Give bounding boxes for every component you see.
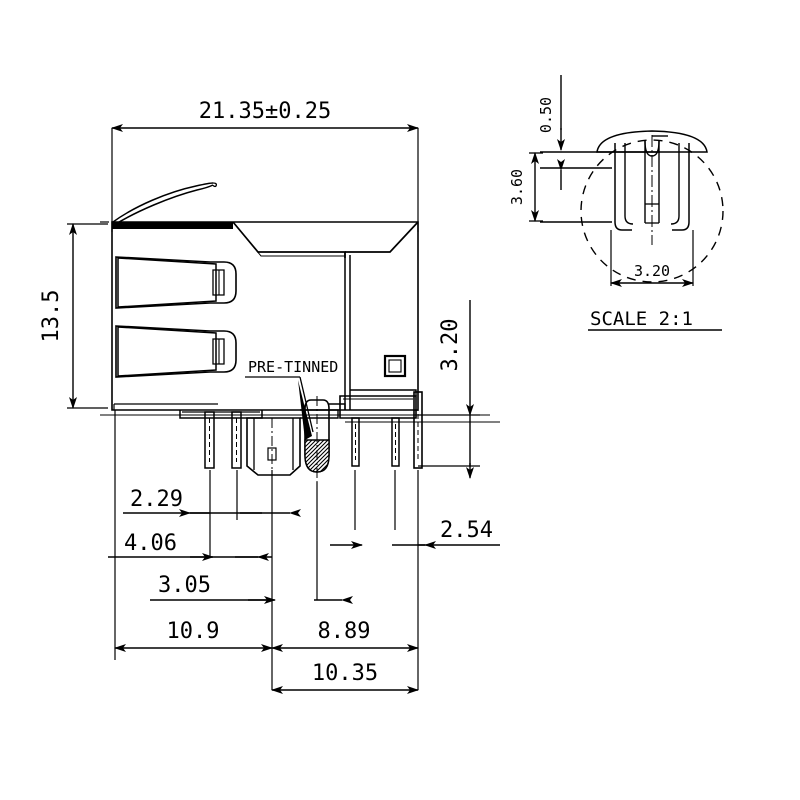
locating-post <box>246 417 301 482</box>
dimension-label-right-span: 8.89 <box>318 619 371 644</box>
lower-port-outer <box>115 325 237 378</box>
dimension-label-pin-pitch-d: 2.54 <box>440 518 493 543</box>
solder-tails-group <box>100 380 500 482</box>
board-lock-right <box>413 391 423 469</box>
pre-tinned-label: PRE-TINNED <box>248 358 338 376</box>
scale-label: SCALE 2:1 <box>590 308 693 330</box>
peg-head-dome <box>596 130 708 153</box>
dimension-label-peg-width: 3.20 <box>634 262 670 280</box>
tail-shoulder-left <box>179 410 263 419</box>
usb-port-opening-lower <box>115 325 237 378</box>
usb-port-opening-upper <box>115 256 237 309</box>
roof-chamfer-left-inner <box>232 221 345 257</box>
pre-tinned-solder-tail <box>298 380 330 482</box>
signal-pin-c <box>351 417 360 467</box>
upper-port-slot <box>212 269 225 296</box>
roof-chamfer-left <box>232 221 346 258</box>
peg-leg-right-inner <box>670 143 680 225</box>
dimension-peg-width: 3.20 <box>610 230 694 287</box>
dimension-label-overall-width: 21.35±0.25 <box>199 99 331 124</box>
dimension-label-tail-height: 3.20 <box>438 319 463 372</box>
dimension-right-span: 8.89 <box>271 619 419 652</box>
lower-port-tongue <box>117 326 217 377</box>
shell-dimple-outer <box>383 354 407 378</box>
base-block-right <box>339 389 417 419</box>
tail-ledge-bracket <box>300 409 339 419</box>
dimension-pin-offset-c: 3.05 <box>150 573 353 604</box>
shell-outline <box>111 221 419 411</box>
upper-port-outer <box>115 256 237 309</box>
signal-pin-d <box>391 417 400 467</box>
spring-finger-tip <box>212 182 218 188</box>
dimension-label-left-span: 10.9 <box>167 619 220 644</box>
dimension-pin-offset-b: 4.06 <box>108 531 272 561</box>
roof-chamfer-right <box>345 221 419 253</box>
shield-leg-a <box>204 411 215 469</box>
tail-ledge-step <box>329 403 346 410</box>
dimension-lock-span: 10.35 <box>271 661 419 694</box>
dimension-label-standoff-gap: 0.50 <box>537 97 555 133</box>
shield-leg-b <box>231 411 242 469</box>
connector-body <box>100 182 419 411</box>
dimension-left-span: 10.9 <box>114 619 273 652</box>
dimension-label-pin-pitch-a: 2.29 <box>130 487 183 512</box>
leader-slanted <box>299 376 314 433</box>
dimension-label-peg-length: 3.60 <box>508 169 526 205</box>
dimension-label-pin-offset-c: 3.05 <box>158 573 211 598</box>
dimension-overall-height: 13.5 <box>39 223 108 409</box>
detail-view-board-lock: 0.50 3.60 3.20 SCALE 2:1 <box>508 75 724 331</box>
peg-leg-right-outer <box>672 143 690 231</box>
detail-boundary-circle <box>580 139 724 283</box>
dimension-label-lock-span: 10.35 <box>312 661 378 686</box>
peg-leg-left-outer <box>614 143 632 231</box>
dimension-pin-pitch-d: 2.54 <box>330 518 500 549</box>
spring-finger-lower <box>113 184 214 226</box>
dimension-peg-length: 3.60 <box>508 152 543 222</box>
shell-dimple-inner <box>388 359 402 373</box>
dimension-standoff-gap: 0.50 <box>537 75 565 190</box>
spring-finger-upper <box>112 182 214 223</box>
dimension-pin-pitch-a: 2.29 <box>123 487 301 517</box>
dimension-overall-width: 21.35±0.25 <box>111 99 419 232</box>
dimension-label-pin-offset-b: 4.06 <box>124 531 177 556</box>
detail-view-title: SCALE 2:1 <box>588 308 722 331</box>
peg-leg-left-inner <box>624 143 634 225</box>
dimension-label-overall-height: 13.5 <box>39 290 64 343</box>
lower-port-slot <box>212 338 225 365</box>
annotation-pre-tinned: PRE-TINNED <box>245 358 338 433</box>
dimension-tail-height: 3.20 <box>418 300 480 479</box>
shell-top-lip <box>112 222 233 229</box>
upper-port-tongue <box>117 257 217 308</box>
